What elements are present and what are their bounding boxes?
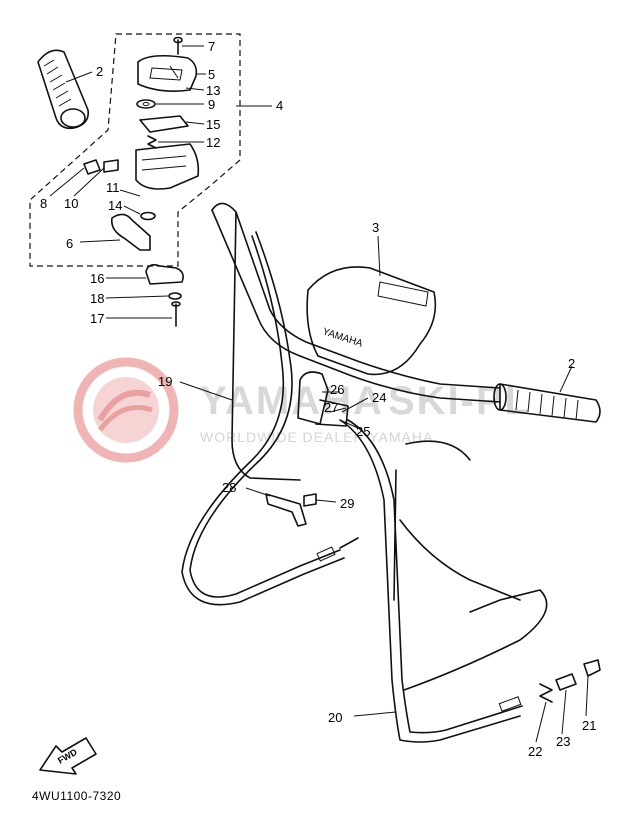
callout-24: 24 xyxy=(372,390,386,405)
callout-27: 27 xyxy=(324,400,338,415)
callout-7: 7 xyxy=(208,39,215,54)
watermark: YAMAHA SKI-PL WORLDWIDE DEALER YAMAHA xyxy=(73,357,529,463)
callout-23: 23 xyxy=(556,734,570,749)
watermark-tagline: WORLDWIDE DEALER YAMAHA xyxy=(200,429,433,445)
right-grip xyxy=(493,383,601,423)
callout-28: 28 xyxy=(222,480,236,495)
callout-11: 11 xyxy=(106,180,120,195)
callout-16: 16 xyxy=(90,271,104,286)
callout-4: 4 xyxy=(276,98,283,113)
screw-7 xyxy=(173,36,183,55)
callout-22: 22 xyxy=(528,744,542,759)
callout-12: 12 xyxy=(206,135,220,150)
callout-14: 14 xyxy=(108,198,122,213)
cable-20 xyxy=(339,419,548,743)
callout-5: 5 xyxy=(208,67,215,82)
callout-29: 29 xyxy=(340,496,354,511)
leader-lines xyxy=(49,45,589,743)
spring-22 xyxy=(539,683,553,703)
callout-15: 15 xyxy=(206,117,220,132)
callout-10: 10 xyxy=(64,196,78,211)
bolt-29 xyxy=(303,493,317,507)
callout-2-right: 2 xyxy=(568,356,575,371)
plate-15 xyxy=(139,115,189,133)
callout-26: 26 xyxy=(330,382,344,397)
adjuster-23 xyxy=(555,673,577,691)
diagram-code: 4WU1100-7320 xyxy=(32,789,121,803)
left-grip xyxy=(37,49,90,130)
cover-logo: YAMAHA xyxy=(321,326,364,349)
washer-18 xyxy=(168,292,182,300)
switch-assembly-outline xyxy=(29,33,241,267)
cable-19 xyxy=(181,231,359,606)
callout-3: 3 xyxy=(372,220,379,235)
washer-9 xyxy=(136,99,156,109)
fwd-arrow-icon: FWD xyxy=(39,737,97,775)
lever-6 xyxy=(110,213,151,251)
callout-2-left: 2 xyxy=(96,64,103,79)
callout-17: 17 xyxy=(90,311,104,326)
handlebar-cover: YAMAHA xyxy=(306,266,437,376)
callout-20: 20 xyxy=(328,710,342,725)
screw-17 xyxy=(171,301,181,327)
switch-housing-upper xyxy=(137,54,198,92)
bracket-28 xyxy=(265,493,307,527)
handlebar xyxy=(211,202,501,481)
callout-9: 9 xyxy=(208,97,215,112)
watermark-logo-icon xyxy=(73,357,179,463)
callout-19: 19 xyxy=(158,374,172,389)
callout-6: 6 xyxy=(66,236,73,251)
bolt-8 xyxy=(83,159,101,175)
callout-8: 8 xyxy=(40,196,47,211)
clamp-16 xyxy=(145,264,184,285)
callout-25: 25 xyxy=(356,424,370,439)
callout-18: 18 xyxy=(90,291,104,306)
callout-21: 21 xyxy=(582,718,596,733)
spring-12 xyxy=(147,135,157,149)
throttle-housing xyxy=(297,371,349,427)
washer-14 xyxy=(140,211,156,221)
callout-numbers: 2 4 7 5 13 9 15 12 8 10 11 14 6 16 18 17… xyxy=(40,39,596,759)
callout-13: 13 xyxy=(206,83,220,98)
locknut-21 xyxy=(583,659,601,677)
